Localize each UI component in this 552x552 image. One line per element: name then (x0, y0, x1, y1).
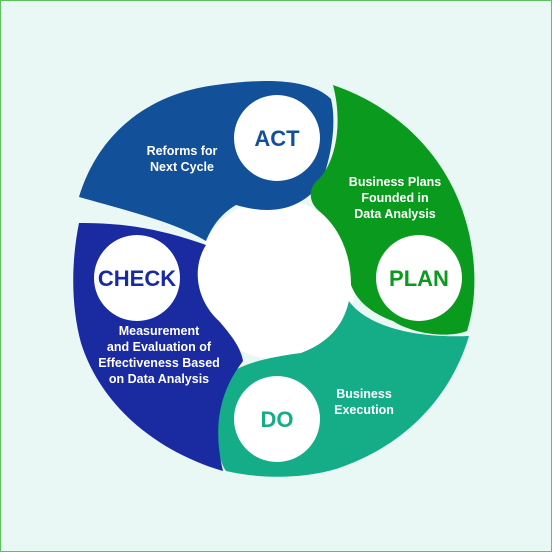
do-description-line: Execution (334, 403, 394, 417)
plan-badge (376, 235, 462, 321)
check-description-line: and Evaluation of (107, 340, 212, 354)
do-label: DO (261, 407, 294, 432)
act-label: ACT (254, 126, 300, 151)
check-description-line: Effectiveness Based (98, 356, 220, 370)
check-badge (94, 235, 180, 321)
do-description-line: Business (336, 387, 392, 401)
check-description-line: on Data Analysis (109, 372, 209, 386)
plan-description-line: Data Analysis (354, 207, 436, 221)
center-hub (196, 199, 356, 359)
check-description-line: Measurement (119, 324, 200, 338)
do-badge (234, 376, 320, 462)
act-description-line: Reforms for (147, 144, 218, 158)
act-description-line: Next Cycle (150, 160, 214, 174)
act-badge (234, 95, 320, 181)
plan-description-line: Founded in (361, 191, 428, 205)
check-label: CHECK (98, 266, 176, 291)
plan-description-line: Business Plans (349, 175, 441, 189)
plan-label: PLAN (389, 266, 449, 291)
